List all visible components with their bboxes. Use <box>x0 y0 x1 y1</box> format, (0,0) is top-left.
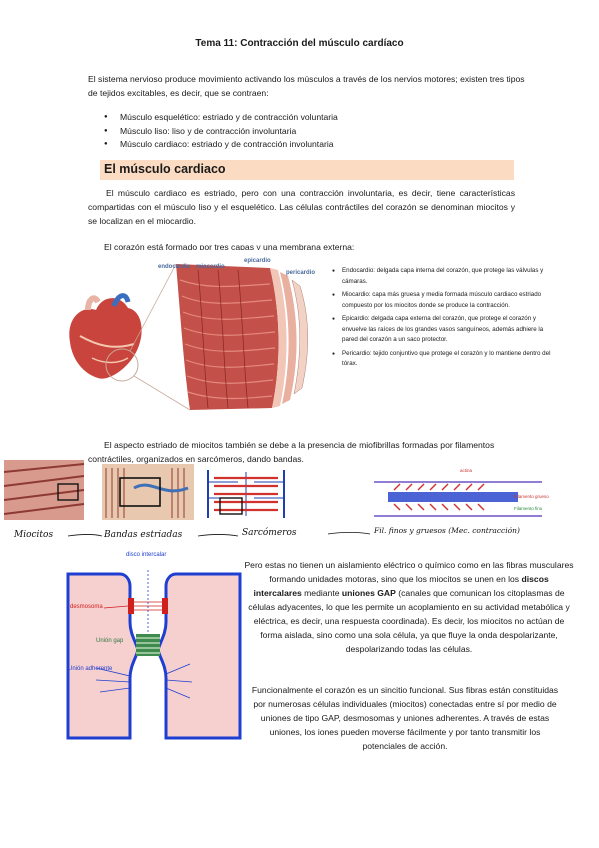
list-item: Endocardio: delgada capa interna del cor… <box>332 266 554 287</box>
hand-label-miocitos: Miocitos <box>14 530 54 540</box>
label-filamento-fino: Filamento fino <box>514 506 543 511</box>
label-actina: actina <box>460 468 473 473</box>
paragraph-striations: El aspecto estriado de miocitos también … <box>88 440 495 464</box>
arrow-icon <box>67 534 103 537</box>
sarcomeres-diagram <box>207 470 285 518</box>
striation-panels: actina Filamento grueso Filamento fino <box>3 460 549 537</box>
list-item: Músculo esquelético: estriado y de contr… <box>104 111 338 125</box>
hand-label-sarcomeros: Sarcómeros <box>242 528 297 538</box>
label-endocardio: endocardio <box>158 264 191 270</box>
paragraph-layers-intro: El corazón está formado por tres capas y… <box>104 242 355 252</box>
heart-icon <box>69 293 142 379</box>
section-heading: El músculo cardiaco <box>104 162 226 176</box>
list-item: Miocardio: capa más gruesa y media forma… <box>332 290 554 311</box>
heading-band <box>100 160 514 180</box>
label-disco-intercalar: disco intercalar <box>126 552 166 558</box>
list-item: Pericardio: tejido conjuntivo que proteg… <box>332 349 554 370</box>
paragraph-cardiac-muscle: El músculo cardiaco es estriado, pero co… <box>88 188 515 226</box>
hand-label-bandas: Bandas estriadas <box>104 530 183 540</box>
label-union-gap: Unión gap <box>96 638 124 644</box>
label-union-adherente: Unión adherente <box>68 666 113 672</box>
label-pericardio: pericardio <box>286 270 315 276</box>
paragraph-gap-junctions: Pero estas no tienen un aislamiento eléc… <box>244 560 574 654</box>
heart-layers-illustration: endocardio miocardio epicardio pericardi… <box>58 250 328 412</box>
bands-image <box>102 464 194 520</box>
gap-junction-icon <box>136 634 160 656</box>
muscle-types-list: Músculo esquelético: estriado y de contr… <box>104 111 338 152</box>
layers-list: Endocardio: delgada capa interna del cor… <box>332 266 554 373</box>
intro-paragraph: El sistema nervioso produce movimiento a… <box>88 74 525 98</box>
filaments-diagram: actina Filamento grueso Filamento fino <box>374 468 549 517</box>
list-item: Epicardio: delgada capa externa del cora… <box>332 314 554 346</box>
paragraph-syncytium: Funcionalmente el corazón es un sincitio… <box>251 685 559 751</box>
list-item: Músculo liso: liso y de contracción invo… <box>104 125 338 139</box>
hand-label-filamentos: Fil. finos y gruesos (Mec. contracción) <box>374 526 520 535</box>
label-filamento-grueso: Filamento grueso <box>514 494 549 499</box>
myocytes-image <box>3 460 85 520</box>
intercalated-disc-diagram: disco intercalar desmosoma Unión gap Uni… <box>66 552 242 744</box>
list-item: Músculo cardiaco: estriado y de contracc… <box>104 138 338 152</box>
label-miocardio: miocardio <box>196 264 225 270</box>
arrow-icon <box>197 534 239 537</box>
arrow-icon <box>327 532 371 535</box>
label-epicardio: epicardio <box>244 258 271 264</box>
page-title: Tema 11: Contracción del músculo cardíac… <box>195 38 404 49</box>
label-desmosoma: desmosoma <box>70 604 103 610</box>
